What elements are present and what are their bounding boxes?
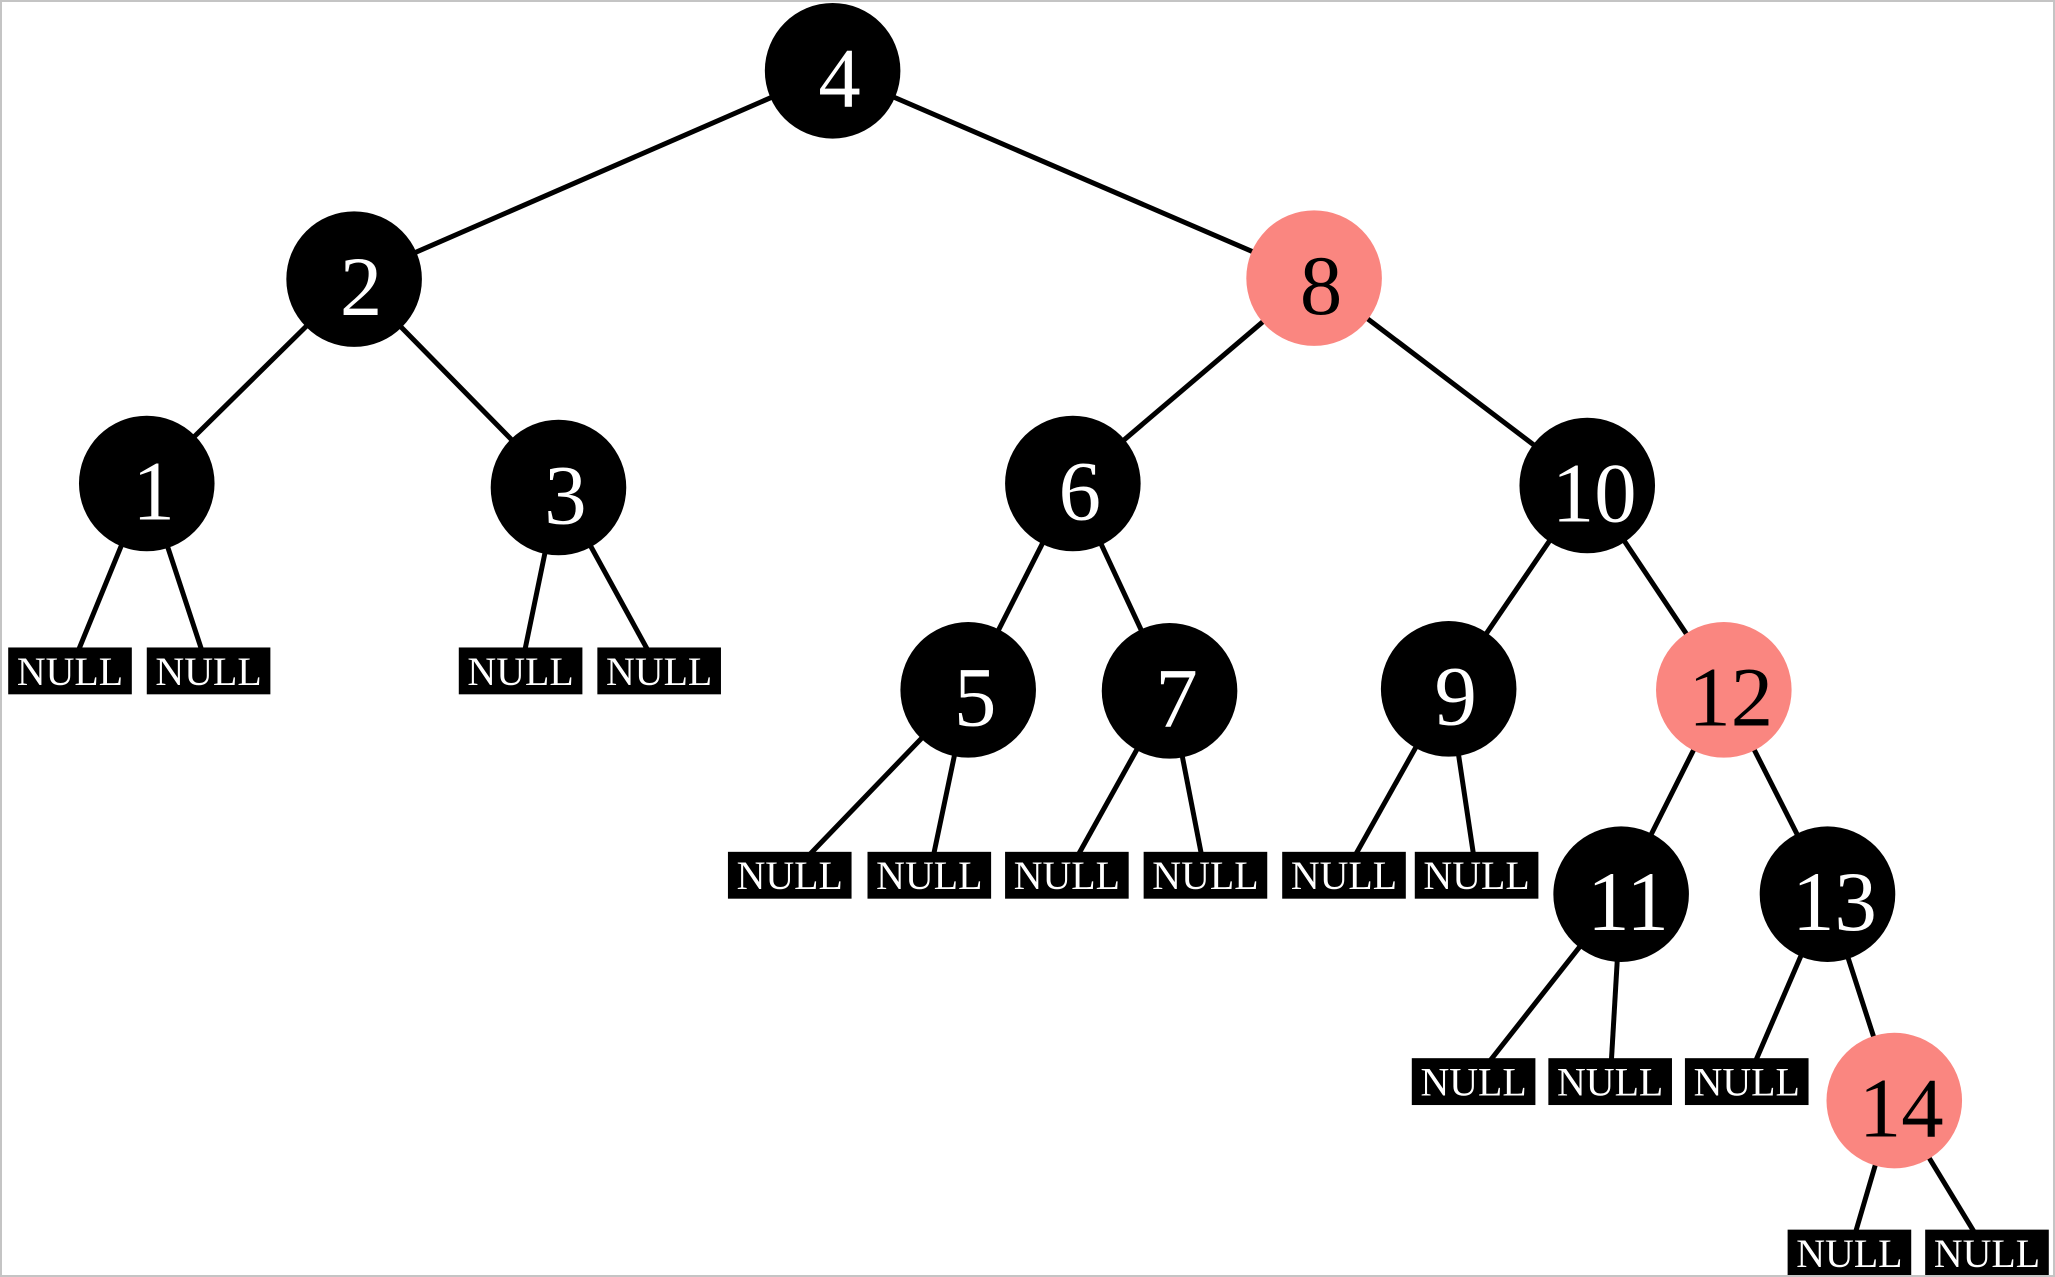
node-label-6: 6 [1059,444,1101,538]
node-circle-12-red [1656,622,1792,758]
tree-node-8: 8 [1246,210,1382,346]
node-circle-10-black [1519,417,1656,554]
null-box-n7R [1143,851,1268,899]
node-circle-13-black [1759,826,1896,962]
tree-node-14: 14 [1826,1032,1963,1169]
null-box-n11L [1411,1058,1536,1106]
edge-4-2 [353,68,834,282]
node-circle-14-red [1826,1032,1963,1169]
null-leaf-n5R: NULL [867,851,992,899]
null-leaf-n3R: NULL [597,647,721,695]
tree-node-9: 9 [1380,621,1517,757]
node-label-2: 2 [340,240,382,334]
null-label-n14R: NULL [1934,1231,2040,1275]
tree-node-4: 4 [764,2,901,139]
null-leaf-n14L: NULL [1787,1229,1912,1275]
null-leaf-n7L: NULL [1005,851,1129,899]
null-box-n9L [1282,851,1406,899]
null-box-n3R [597,647,721,695]
node-label-13: 13 [1792,855,1877,949]
node-circle-5-black [900,622,1036,758]
null-box-n1L [8,647,132,695]
null-leaf-n9L: NULL [1282,851,1406,899]
node-label-9: 9 [1434,650,1476,744]
null-label-n3L: NULL [467,649,573,694]
null-box-n5R [867,851,992,899]
null-label-n9R: NULL [1423,853,1529,898]
node-label-12: 12 [1688,651,1773,745]
tree-node-5: 5 [900,622,1036,758]
node-label-7: 7 [1155,652,1197,746]
null-box-n3L [458,647,583,695]
node-circle-2-black [286,211,422,347]
null-leaf-n13L: NULL [1684,1058,1809,1106]
null-box-n14R [1925,1229,2049,1275]
node-label-3: 3 [544,448,586,542]
null-label-n11R: NULL [1557,1060,1663,1105]
tree-node-7: 7 [1101,623,1238,759]
tree-node-13: 13 [1759,826,1896,962]
edge-4-8 [831,68,1316,281]
null-leaf-n1R: NULL [146,647,271,695]
null-label-n9L: NULL [1291,853,1397,898]
null-label-n1R: NULL [155,649,261,694]
node-circle-3-black [490,419,627,556]
node-label-10: 10 [1552,446,1637,540]
null-label-n7R: NULL [1152,853,1258,898]
node-label-11: 11 [1587,855,1669,949]
node-circle-1-black [78,415,215,552]
null-box-n5L [727,851,852,899]
null-box-n13L [1684,1058,1809,1106]
null-label-n7L: NULL [1014,853,1120,898]
null-box-n1R [146,647,271,695]
tree-node-6: 6 [1005,415,1141,552]
null-leaf-n1L: NULL [8,647,132,695]
node-label-8: 8 [1300,239,1342,333]
null-leaf-n7R: NULL [1143,851,1268,899]
node-label-4: 4 [818,32,860,126]
null-label-n14L: NULL [1796,1231,1902,1275]
null-leaf-n9R: NULL [1414,851,1539,899]
tree-node-12: 12 [1656,622,1792,758]
node-circle-6-black [1005,415,1141,552]
null-label-n13L: NULL [1694,1060,1800,1105]
node-circle-11-black [1553,826,1689,962]
null-box-n14L [1787,1229,1912,1275]
node-label-5: 5 [954,651,996,745]
node-circle-7-black [1101,623,1238,759]
null-box-n9R [1414,851,1539,899]
null-leaf-n3L: NULL [458,647,583,695]
node-circle-8-red [1246,210,1382,346]
node-circle-4-black [764,2,901,139]
tree-node-1: 1 [78,415,215,552]
null-box-n11R [1548,1058,1672,1106]
null-label-n1L: NULL [17,649,123,694]
node-circle-9-black [1380,621,1517,757]
null-label-n5L: NULL [737,853,843,898]
node-label-1: 1 [133,444,175,538]
tree-node-11: 11 [1553,826,1689,962]
null-label-n11L: NULL [1420,1060,1526,1105]
null-leaf-n14R: NULL [1925,1229,2049,1275]
node-label-14: 14 [1859,1061,1944,1155]
null-leaf-n11R: NULL [1548,1058,1672,1106]
null-label-n5R: NULL [876,853,982,898]
null-leaf-n11L: NULL [1411,1058,1536,1106]
null-box-n7L [1005,851,1129,899]
tree-node-3: 3 [490,419,627,556]
null-label-n3R: NULL [606,649,712,694]
null-leaf-n5L: NULL [727,851,852,899]
tree-node-2: 2 [286,211,422,347]
tree-node-10: 10 [1519,417,1656,554]
